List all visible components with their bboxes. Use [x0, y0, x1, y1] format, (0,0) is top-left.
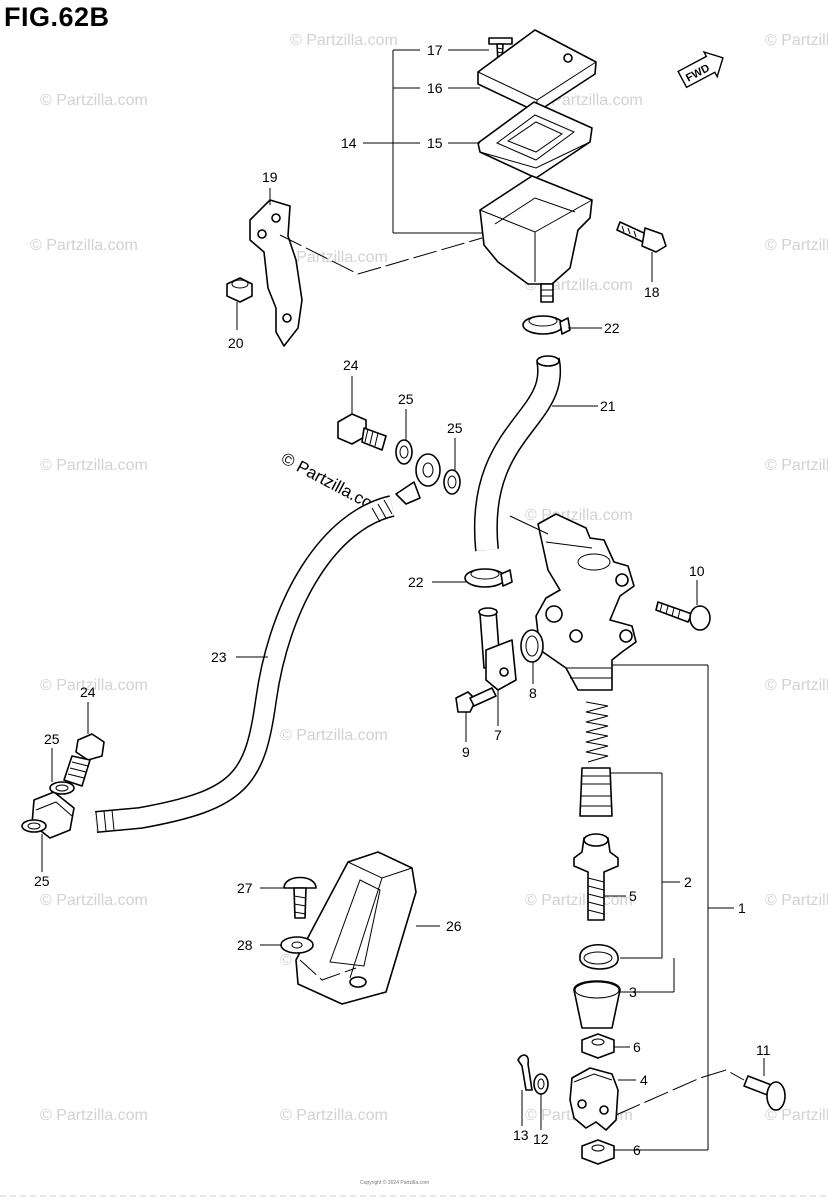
bolt-10: [655, 601, 711, 631]
callout-22-top: 22: [604, 320, 620, 336]
reservoir: [479, 175, 593, 285]
washer: [49, 781, 75, 795]
callout-28: 28: [237, 937, 253, 953]
callout-4: 4: [640, 1072, 648, 1088]
callout-24-lower: 24: [80, 684, 96, 700]
callout-18: 18: [644, 284, 660, 300]
callout-23: 23: [211, 649, 227, 665]
callout-5: 5: [629, 888, 637, 904]
washer: [280, 936, 314, 954]
washer: [21, 819, 47, 833]
watermark: © Partzilla.com: [765, 677, 828, 694]
watermark: © Partzilla.com: [765, 237, 828, 254]
joint-7: [478, 607, 517, 691]
figure-title: FIG.62B: [4, 2, 110, 32]
callout-25-lower-b: 25: [34, 873, 50, 889]
callout-26: 26: [446, 918, 462, 934]
callout-6-top: 6: [633, 1039, 641, 1055]
reservoir-cap: [477, 29, 597, 113]
watermark: © Partzilla.com: [280, 1107, 388, 1124]
bolt-9: [455, 687, 497, 713]
watermark: © Partzilla.com: [290, 32, 398, 49]
callout-24-upper: 24: [343, 357, 359, 373]
piston: [579, 767, 613, 817]
fwd-arrow-icon: FWD: [677, 50, 724, 89]
guard-26: [295, 851, 417, 1005]
callout-21: 21: [600, 398, 616, 414]
screw-17: [488, 37, 513, 63]
callout-labels: 17 16 14 15 19 18 20 22 24 21 25 25 10 2…: [34, 42, 771, 1158]
callout-22-bottom: 22: [408, 574, 424, 590]
o-ring: [520, 629, 544, 663]
hose-clamp: [464, 568, 513, 588]
washer: [443, 469, 461, 495]
watermark: © Partzilla.com: [40, 677, 148, 694]
watermark: © Partzilla.com: [30, 237, 138, 254]
callout-14: 14: [341, 135, 357, 151]
callout-10: 10: [689, 563, 705, 579]
watermark: © Partzilla.com: [525, 892, 633, 909]
callout-1: 1: [738, 900, 746, 916]
callout-25-upper-a: 25: [398, 391, 414, 407]
callout-16: 16: [427, 80, 443, 96]
washer: [395, 439, 413, 465]
nut: [581, 1033, 615, 1059]
callout-13: 13: [513, 1127, 529, 1143]
clevis: [569, 1067, 619, 1131]
callout-19: 19: [262, 169, 278, 185]
spring: [585, 701, 609, 763]
watermark: © Partzilla.com: [765, 892, 828, 909]
callout-11: 11: [756, 1042, 771, 1058]
watermark: © Partzilla.com: [40, 457, 148, 474]
banjo-bolt: [337, 413, 387, 451]
leader-lines: [41, 49, 765, 1151]
callout-6-bottom: 6: [633, 1142, 641, 1158]
watermark: © Partzilla.com: [280, 249, 388, 266]
callout-7: 7: [494, 727, 502, 743]
callout-27: 27: [237, 880, 253, 896]
master-cylinder-body: [535, 513, 637, 691]
watermark: © Partzilla.com: [765, 32, 828, 49]
diaphragm-plate: [477, 101, 593, 179]
watermark: © Partzilla.com: [765, 457, 828, 474]
banjo-bolt: [63, 733, 105, 787]
hose-clamp: [522, 315, 571, 335]
watermark: © Partzilla.com: [765, 1107, 828, 1124]
footer-copyright: Copyright © 2024 Partzilla.com: [360, 1179, 429, 1186]
callout-17: 17: [427, 42, 443, 58]
circlip: [579, 944, 619, 970]
callout-25-lower-a: 25: [44, 731, 60, 747]
callout-12: 12: [533, 1131, 549, 1147]
callout-25-upper-b: 25: [447, 420, 463, 436]
watermark: © Partzilla.com: [40, 892, 148, 909]
screw-27: [283, 876, 317, 919]
hose-guide-line: [545, 541, 593, 549]
nut: [581, 1139, 615, 1165]
watermark: © Partzilla.com: [280, 727, 388, 744]
banjo-fitting: [415, 453, 441, 487]
callout-2: 2: [684, 874, 692, 890]
watermark: © Partzilla.com: [40, 1107, 148, 1124]
washer: [533, 1073, 549, 1095]
bolt-18: [616, 221, 667, 253]
clevis-pin: [743, 1075, 786, 1111]
cotter-pin: [517, 1054, 533, 1091]
boot: [573, 980, 621, 1029]
callout-9: 9: [462, 744, 470, 760]
nut-20: [226, 277, 253, 303]
callout-8: 8: [529, 685, 537, 701]
callout-3: 3: [629, 984, 637, 1000]
callout-20: 20: [228, 335, 244, 351]
callout-15: 15: [427, 135, 443, 151]
push-rod: [573, 837, 619, 921]
watermark: © Partzilla.com: [40, 92, 148, 109]
